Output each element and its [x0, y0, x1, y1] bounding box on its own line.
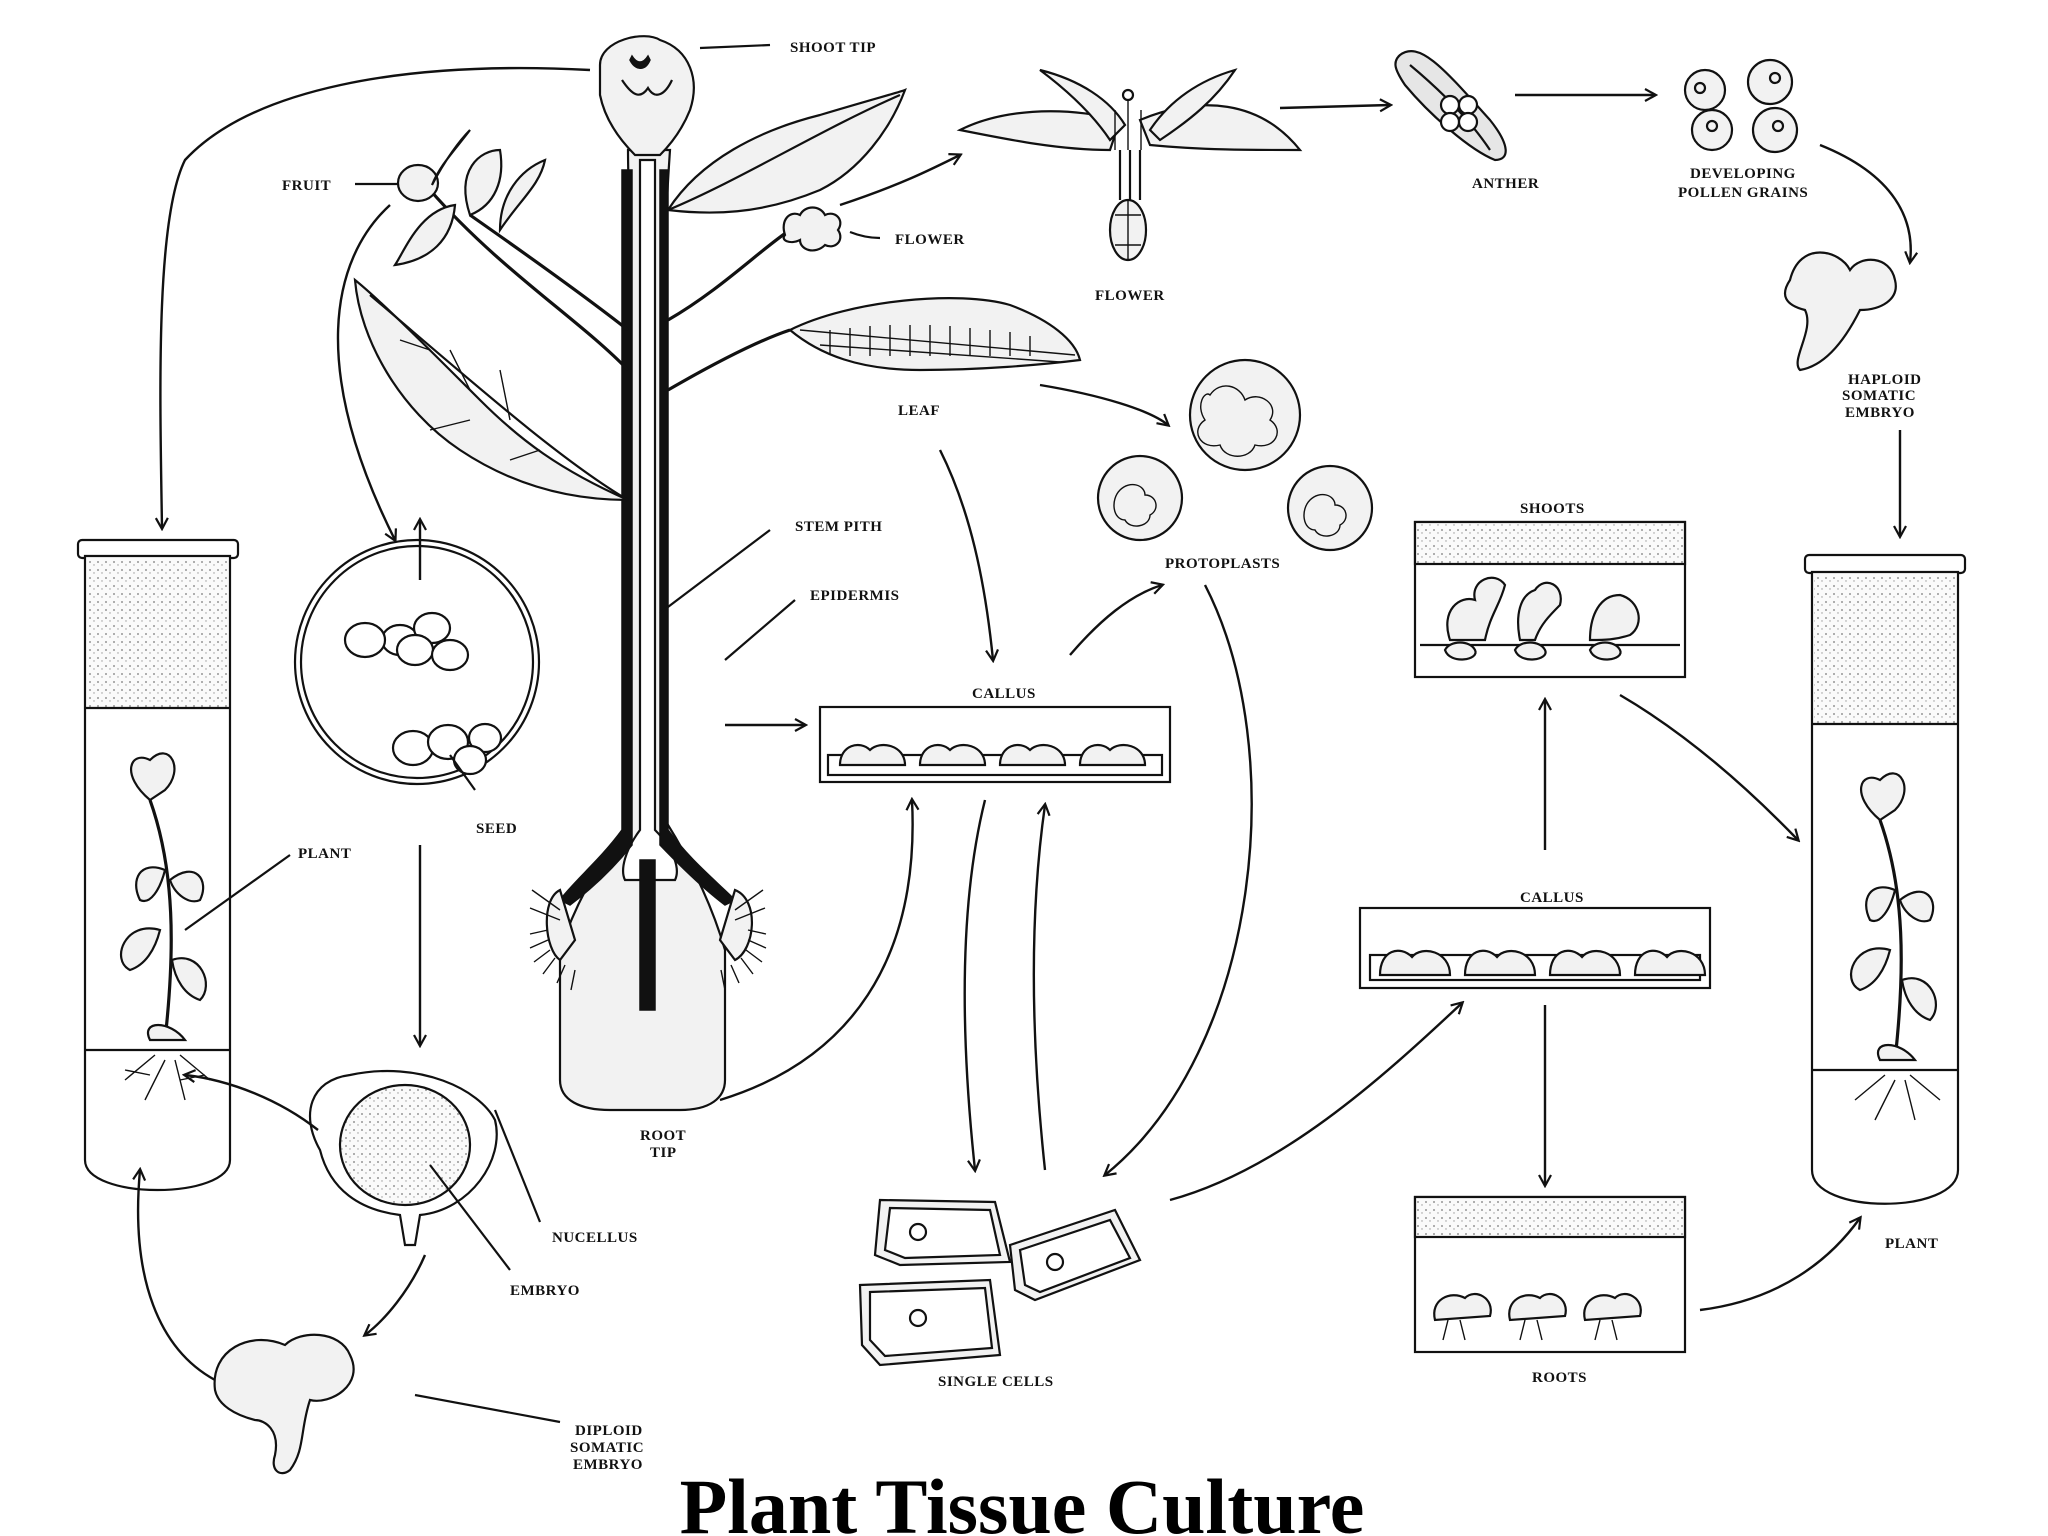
test-tube-left: [76, 538, 240, 1191]
label-developing-pollen-2: POLLEN GRAINS: [1678, 185, 1808, 201]
label-single-cells: SINGLE CELLS: [938, 1374, 1054, 1390]
label-callus-center: CALLUS: [972, 686, 1036, 702]
label-epidermis: EPIDERMIS: [810, 588, 900, 604]
label-seed: SEED: [476, 821, 517, 837]
label-haploid-2: SOMATIC: [1842, 388, 1916, 404]
anther: [1394, 50, 1507, 162]
seed: [293, 538, 541, 786]
label-flower-small: FLOWER: [895, 232, 965, 248]
flow-arrows: [138, 43, 1911, 1424]
label-stem-pith: STEM PITH: [795, 519, 882, 535]
callus-dish-center: [818, 705, 1172, 784]
label-flower-large: FLOWER: [1095, 288, 1165, 304]
label-leaf: LEAF: [898, 403, 940, 419]
label-nucellus: NUCELLUS: [552, 1230, 638, 1246]
label-roots: ROOTS: [1532, 1370, 1587, 1386]
test-tube-right: [1803, 553, 1967, 1205]
central-plant: [353, 35, 1082, 1112]
callus-dish-right: [1358, 906, 1712, 990]
label-shoot-tip: SHOOT TIP: [790, 40, 876, 56]
developing-pollen-grains: [1683, 58, 1799, 154]
haploid-somatic-embryo: [1783, 251, 1897, 372]
label-anther: ANTHER: [1472, 176, 1539, 192]
protoplasts: [1096, 358, 1374, 552]
roots-dish: [1413, 1195, 1687, 1354]
label-callus-right: CALLUS: [1520, 890, 1584, 906]
flower-large: [956, 68, 1303, 262]
label-fruit: FRUIT: [282, 178, 331, 194]
label-root-tip-2: TIP: [650, 1145, 677, 1161]
label-haploid-1: HAPLOID: [1848, 372, 1922, 388]
shoots-dish: [1413, 520, 1687, 679]
ovule: [308, 1070, 498, 1247]
page-title: Plant Tissue Culture: [680, 1463, 1365, 1536]
label-plant-right: PLANT: [1885, 1236, 1938, 1252]
label-diploid-2: SOMATIC: [570, 1440, 644, 1456]
label-haploid-3: EMBRYO: [1845, 405, 1915, 421]
label-plant-left: PLANT: [298, 846, 351, 862]
label-diploid-1: DIPLOID: [575, 1423, 643, 1439]
diploid-somatic-embryo: [213, 1333, 355, 1475]
label-developing-pollen-1: DEVELOPING: [1690, 166, 1796, 182]
label-protoplasts: PROTOPLASTS: [1165, 556, 1280, 572]
labels: SHOOT TIP FRUIT FLOWER FLOWER ANTHER DEV…: [282, 40, 1938, 1473]
label-root-tip-1: ROOT: [640, 1128, 686, 1144]
single-cells: [858, 1198, 1142, 1367]
label-shoots: SHOOTS: [1520, 501, 1585, 517]
label-embryo: EMBRYO: [510, 1283, 580, 1299]
label-diploid-3: EMBRYO: [573, 1457, 643, 1473]
